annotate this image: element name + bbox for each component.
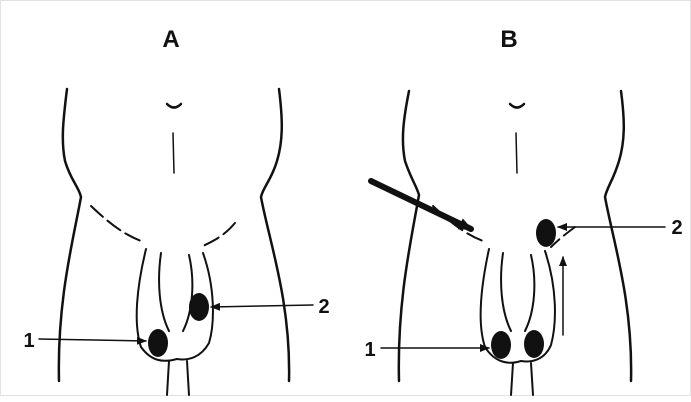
panel-b-inguinal-arrow [371,181,471,229]
panel-a-right-inguinal-fold [201,223,235,247]
panel-b-callout-1-label: 1 [364,339,375,361]
panel-a-left-contour [59,89,81,381]
panel-a-shaft-right [183,255,192,331]
panel-b-shaft-right [525,255,534,331]
panel-b-testis-1a [491,331,511,359]
panel-a-testis-1 [148,329,168,357]
panel-a-midline [173,133,174,173]
panel-b-leg-left [511,363,513,395]
panel-b: B 1 2 [364,26,682,395]
panel-a-label: A [162,26,179,53]
panel-b-testis-1b [524,330,544,358]
panel-b-left-contour [399,91,419,381]
panel-b-callout-2-label: 2 [671,217,682,239]
panel-b-shaft-left [501,253,511,331]
panel-b-midline [516,133,517,173]
panel-a-testis-2 [189,293,209,321]
panel-a-callout-1-arrow [39,339,146,341]
panel-b-label: B [500,26,517,53]
panel-a-left-inguinal-fold [91,206,141,241]
panel-b-leg-right [531,363,533,395]
panel-a-callout-1-label: 1 [23,330,34,352]
panel-a-callout-2-label: 2 [318,296,329,318]
panel-b-testis-2 [536,219,556,247]
panel-a-shaft-left [159,253,169,331]
panel-a: A 1 2 [23,26,329,395]
panel-b-right-contour [605,91,631,381]
panel-a-callout-2-arrow [211,305,313,307]
panel-a-leg-left [167,361,169,395]
panel-b-navel [510,104,524,108]
panel-a-right-contour [261,89,289,381]
panel-a-leg-right [187,361,189,395]
panel-a-navel [167,104,181,108]
